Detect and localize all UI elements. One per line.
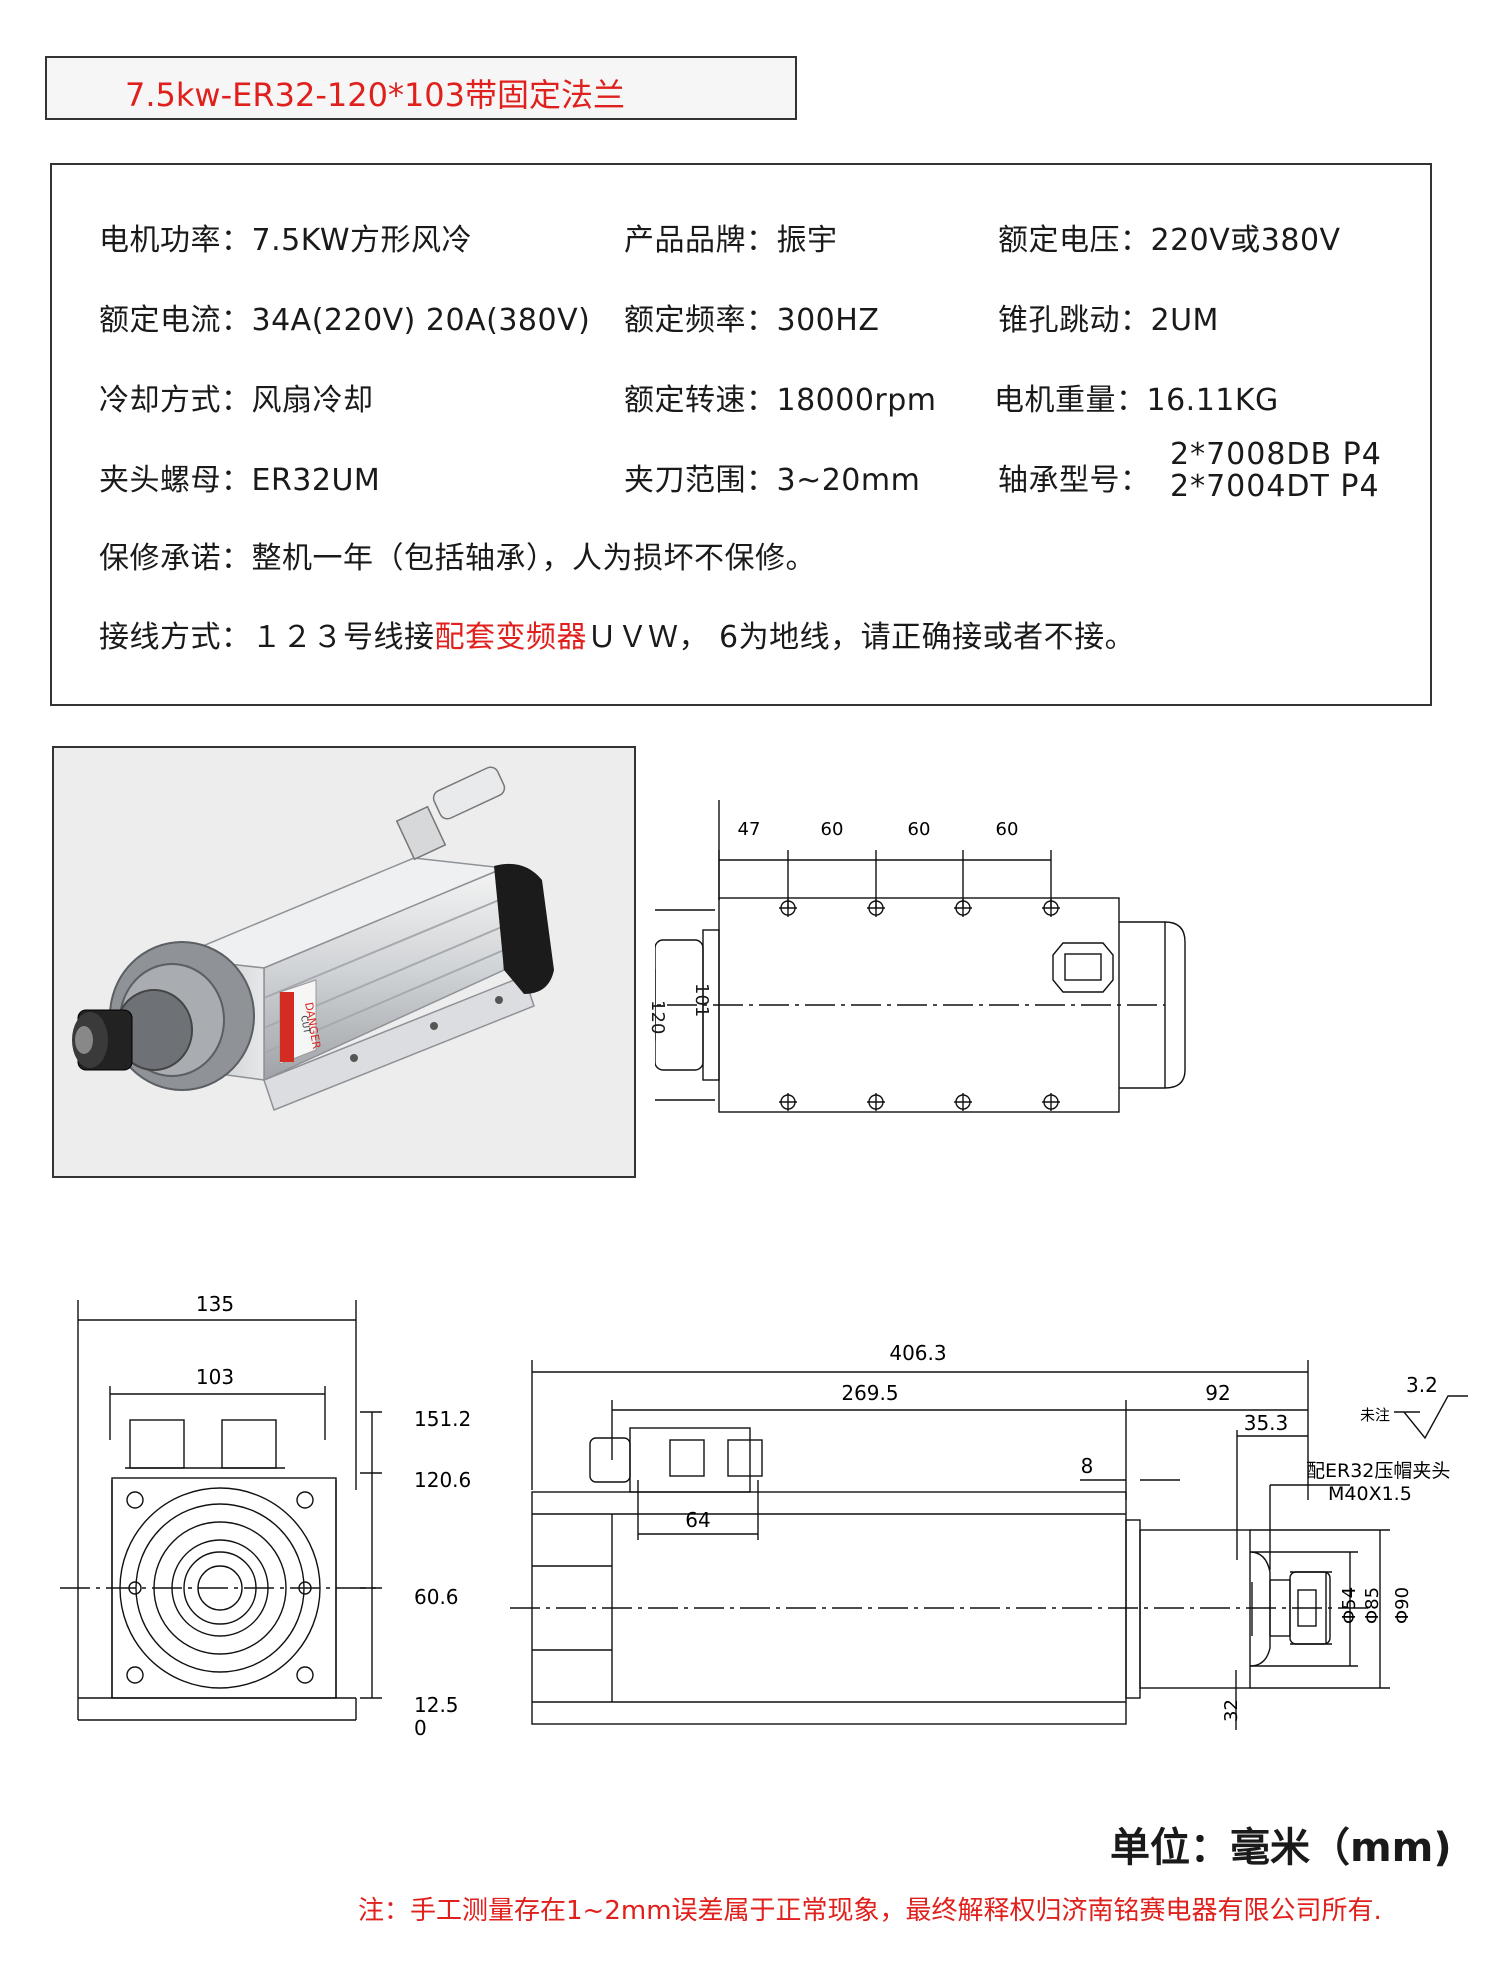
title-box: 7.5kw-ER32-120*103带固定法兰 xyxy=(45,56,797,120)
dim-120-6: 120.6 xyxy=(414,1468,471,1492)
spindle-illustration: DANGER CUT xyxy=(72,766,554,1111)
product-title: 7.5kw-ER32-120*103带固定法兰 xyxy=(125,76,626,114)
dim-60-a: 60 xyxy=(821,819,844,840)
dim-35-3: 35.3 xyxy=(1244,1411,1289,1435)
thread-spec: M40X1.5 xyxy=(1328,1483,1412,1505)
dim-8: 8 xyxy=(1081,1454,1094,1478)
wiring-highlight: 配套变频器 xyxy=(434,620,587,655)
spec-cooling: 冷却方式：风扇冷却 xyxy=(99,383,374,418)
spec-power: 电机功率：7.5KW方形风冷 xyxy=(99,223,472,258)
dim-phi-54: Φ54 xyxy=(1339,1587,1360,1624)
dim-60-c: 60 xyxy=(996,819,1019,840)
dim-32: 32 xyxy=(1221,1699,1242,1722)
spec-wiring: 接线方式：１２３号线接配套变频器ＵＶＷ， 6为地线，请正确接或者不接。 xyxy=(99,612,1135,656)
spec-bearing-label: 轴承型号： xyxy=(998,463,1151,498)
top-view-drawing: 47 60 60 60 xyxy=(655,800,1186,1113)
spec-nut: 夹头螺母：ER32UM xyxy=(99,463,381,498)
product-photo: DANGER CUT xyxy=(52,746,636,1178)
unit-label: 单位：毫米（mm) xyxy=(1110,1825,1452,1871)
wiring-text-2: ＵＶＷ， 6为地线，请正确接或者不接。 xyxy=(587,620,1136,655)
dim-phi-85: Φ85 xyxy=(1362,1587,1383,1624)
dim-135: 135 xyxy=(196,1292,234,1316)
surface-value: 3.2 xyxy=(1406,1373,1438,1397)
dim-101: 101 xyxy=(691,983,712,1018)
dim-406-3: 406.3 xyxy=(889,1341,946,1365)
dim-47: 47 xyxy=(738,819,761,840)
spec-voltage: 额定电压：220V或380V xyxy=(998,223,1341,258)
spec-panel: 电机功率：7.5KW方形风冷 产品品牌：振宇 额定电压：220V或380V 额定… xyxy=(50,163,1432,706)
dim-0: 0 xyxy=(414,1716,427,1740)
spec-bearing-1: 2*7008DB P4 xyxy=(1170,437,1382,472)
collet-note: 配ER32压帽夹头 xyxy=(1306,1460,1450,1482)
dim-phi-90: Φ90 xyxy=(1392,1587,1413,1624)
side-view-drawing: 406.3 269.5 92 35.3 8 64 配ER32压帽夹头 M40X1… xyxy=(510,1341,1468,1730)
dim-103: 103 xyxy=(196,1365,234,1389)
end-view-drawing: 135 103 151.2 120.6 60.6 12.5 0 xyxy=(60,1292,471,1740)
dim-120: 120 xyxy=(647,1000,668,1035)
spec-weight: 电机重量：16.11KG xyxy=(994,383,1279,418)
cut-label: CUT xyxy=(298,1015,311,1035)
spec-clamp-range: 夹刀范围：3~20mm xyxy=(624,463,921,498)
spec-brand: 产品品牌：振宇 xyxy=(624,223,838,258)
disclaimer-note: 注：手工测量存在1~2mm误差属于正常现象，最终解释权归济南铭赛电器有限公司所有… xyxy=(358,1896,1382,1926)
dim-151-2: 151.2 xyxy=(414,1407,471,1431)
dim-64: 64 xyxy=(685,1508,710,1532)
spec-bearing-2: 2*7004DT P4 xyxy=(1170,469,1380,504)
spec-current: 额定电流：34A(220V) 20A(380V) xyxy=(99,303,591,338)
spec-runout: 锥孔跳动：2UM xyxy=(998,303,1219,338)
dim-12-5: 12.5 xyxy=(414,1693,459,1717)
spec-warranty: 保修承诺：整机一年（包括轴承），人为损坏不保修。 xyxy=(99,541,816,576)
surface-note: 未注 xyxy=(1360,1406,1390,1424)
dim-269-5: 269.5 xyxy=(841,1381,898,1405)
dim-60-b: 60 xyxy=(908,819,931,840)
dim-60-6: 60.6 xyxy=(414,1585,459,1609)
spec-speed: 额定转速：18000rpm xyxy=(624,383,937,418)
dim-92: 92 xyxy=(1205,1381,1230,1405)
wiring-text-1: 接线方式：１２３号线接 xyxy=(99,620,435,655)
spec-frequency: 额定频率：300HZ xyxy=(624,303,880,338)
